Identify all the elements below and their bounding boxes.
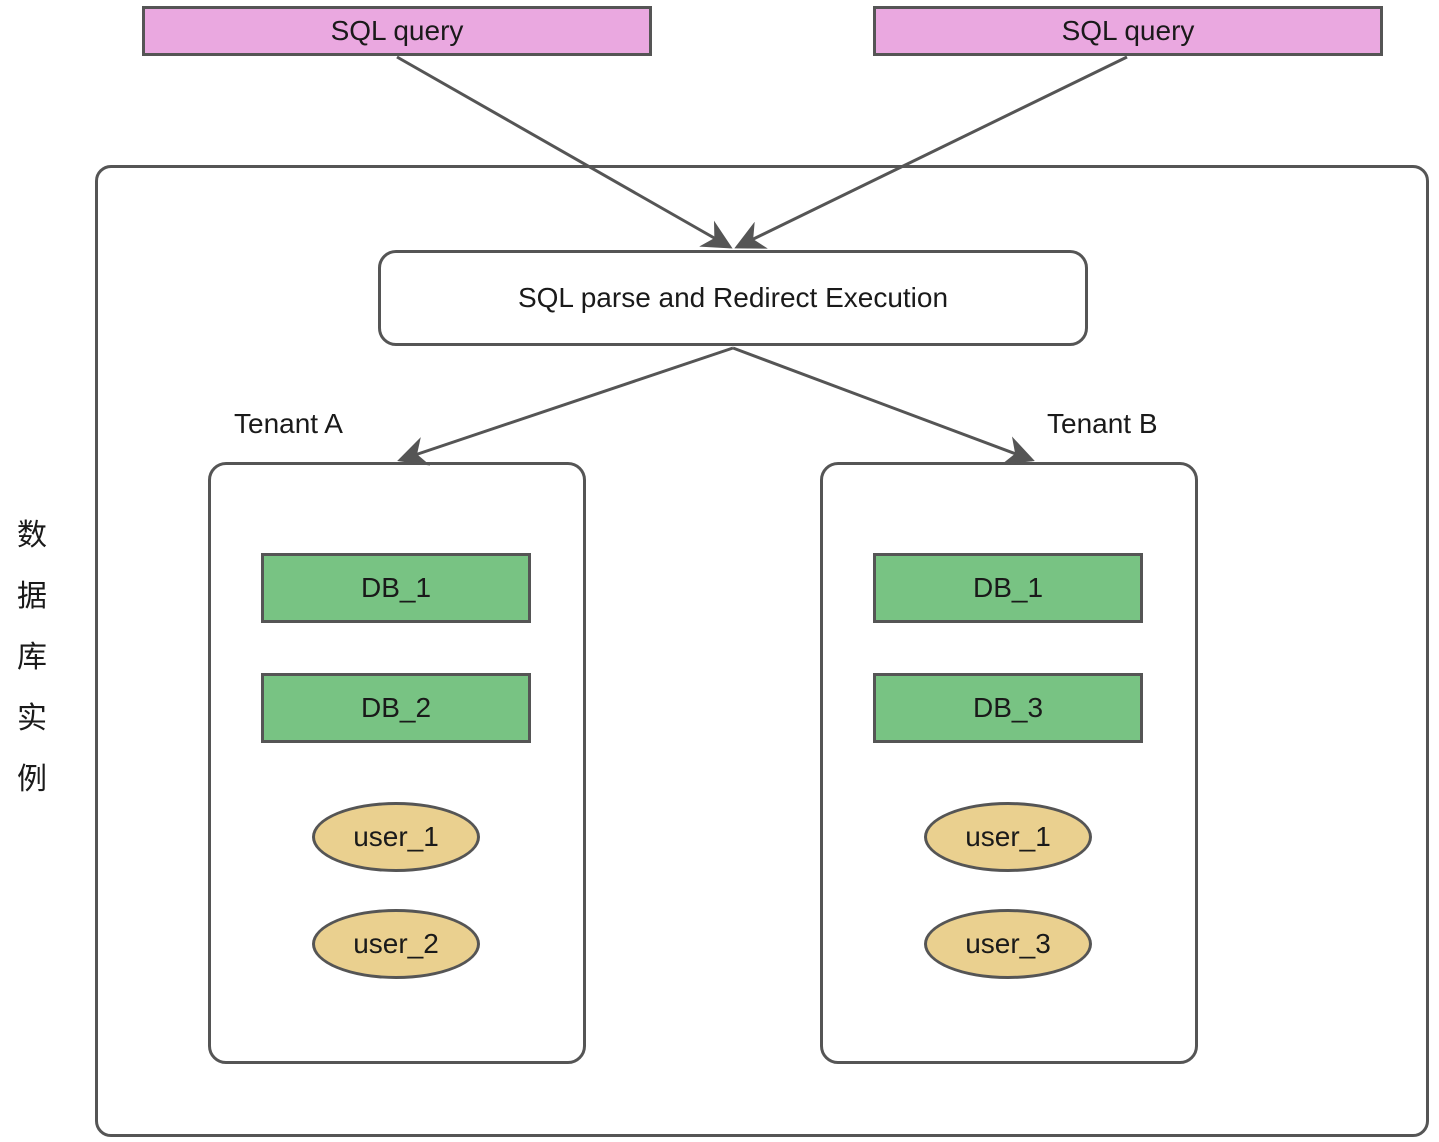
db-label: DB_1 <box>360 572 432 603</box>
tenant-a-db-2: DB_2 <box>261 673 531 743</box>
instance-label-char: 实 <box>17 701 47 736</box>
user-label: user_3 <box>965 928 1051 959</box>
tenant-a-user-1: user_1 <box>312 802 480 872</box>
tenant-b-user-1: user_1 <box>924 802 1092 872</box>
database-instance-label: 数 据 库 实 例 <box>12 505 52 810</box>
sql-query-box-left: SQL query <box>142 6 652 56</box>
tenant-b-label: Tenant B <box>1047 408 1158 439</box>
db-label: DB_3 <box>972 692 1044 723</box>
tenant-a-label: Tenant A <box>234 408 343 439</box>
user-label: user_2 <box>353 928 439 959</box>
tenant-a-db-1: DB_1 <box>261 553 531 623</box>
sql-parse-redirect-box: SQL parse and Redirect Execution <box>378 250 1088 346</box>
db-label: DB_1 <box>972 572 1044 603</box>
tenant-b-user-3: user_3 <box>924 909 1092 979</box>
user-label: user_1 <box>965 821 1051 852</box>
sql-parse-redirect-label: SQL parse and Redirect Execution <box>517 282 949 313</box>
tenant-b-db-1: DB_1 <box>873 553 1143 623</box>
tenant-a-user-2: user_2 <box>312 909 480 979</box>
instance-label-char: 数 <box>17 518 47 553</box>
sql-query-label: SQL query <box>1061 15 1195 46</box>
user-label: user_1 <box>353 821 439 852</box>
instance-label-char: 据 <box>17 579 47 614</box>
instance-label-char: 例 <box>17 762 47 797</box>
db-label: DB_2 <box>360 692 432 723</box>
sql-query-label: SQL query <box>330 15 464 46</box>
sql-query-box-right: SQL query <box>873 6 1383 56</box>
tenant-b-db-3: DB_3 <box>873 673 1143 743</box>
instance-label-char: 库 <box>17 640 47 675</box>
